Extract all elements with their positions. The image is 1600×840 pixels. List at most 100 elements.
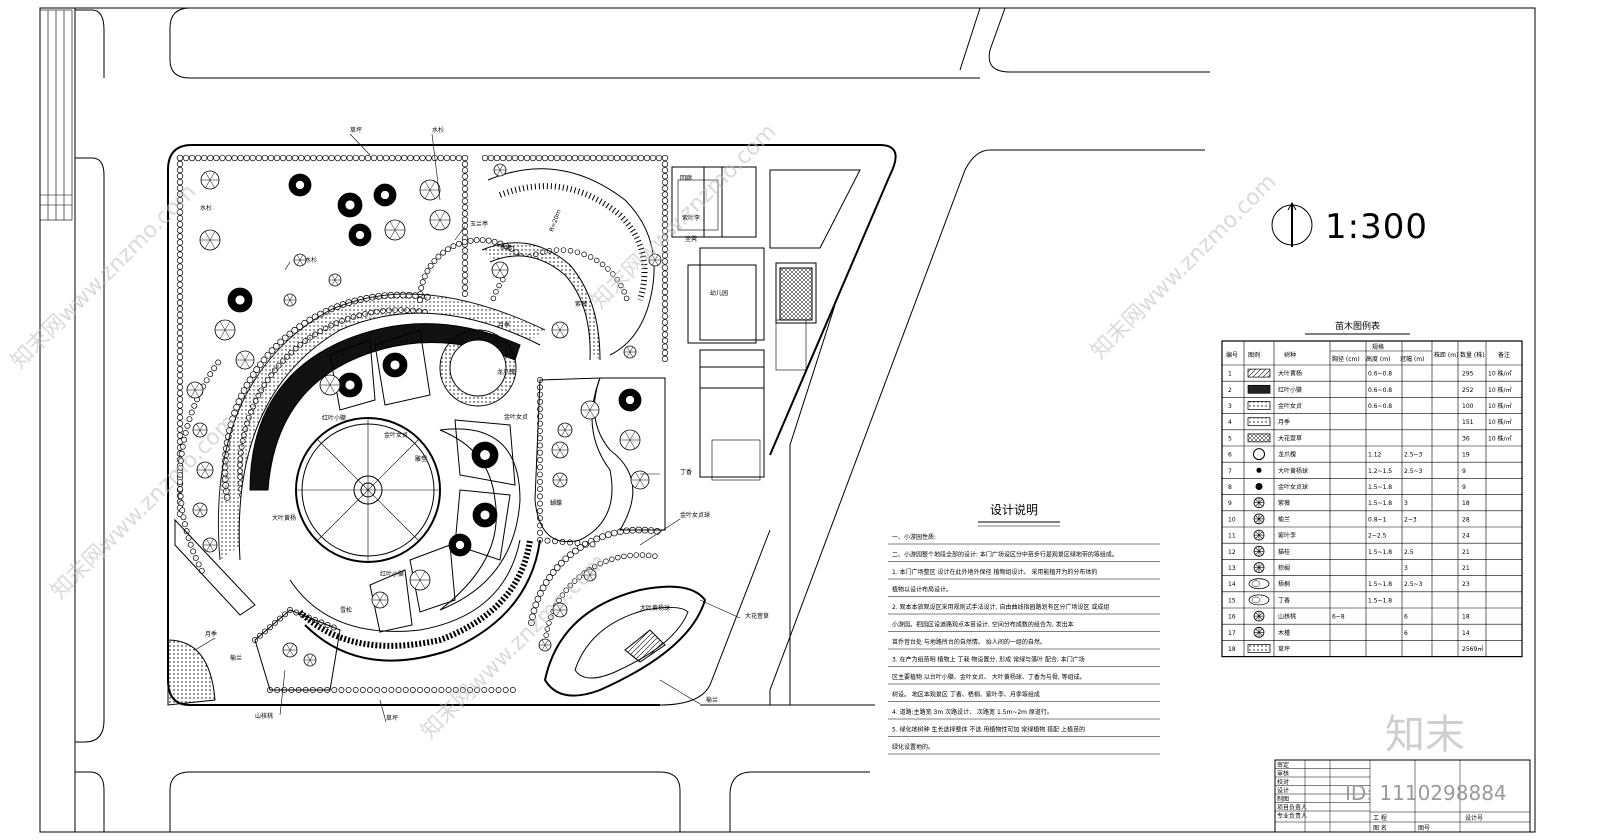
shrub-symbol [529, 154, 537, 162]
shrub-symbol [352, 687, 359, 693]
legend-cell: 6 [1228, 452, 1232, 459]
shrub-symbol [207, 154, 214, 162]
shrub-symbol [291, 326, 299, 334]
shrub-symbol [389, 154, 396, 162]
tree-symbol [557, 422, 573, 438]
legend-cell: 21 [1462, 549, 1470, 556]
tree-symbol [580, 400, 600, 420]
shrub-symbol [338, 687, 345, 693]
shrub-symbol [440, 249, 447, 256]
legend-cell: 1.5~1.8 [1368, 500, 1392, 507]
shrub-symbol [661, 337, 669, 344]
shrub-symbol [537, 500, 543, 507]
shrub-symbol [176, 215, 184, 222]
legend-header: 树种 [1284, 351, 1296, 359]
design-notes: 设计说明 一、小游园性质:二、小游园整个地段全部的设计: 本门广场设区分中苗步行… [888, 502, 1160, 755]
label-jinyenz: 金叶女贞 [504, 413, 528, 421]
shrub-symbol [176, 275, 184, 282]
shrub-symbol [661, 264, 669, 271]
tree-symbol [373, 183, 397, 207]
shrub-symbol [207, 371, 214, 378]
shrub-symbol [219, 154, 226, 162]
shrub-symbol [627, 552, 633, 559]
shrub-symbol [591, 563, 598, 570]
shrub-symbol [605, 531, 612, 538]
title-block-field: 工 程 [1373, 814, 1387, 822]
tree-symbol [192, 422, 208, 438]
legend-cell: 紫叶李 [1278, 532, 1296, 540]
shrub-symbol [474, 687, 481, 693]
shrub-symbol [661, 227, 669, 235]
shrub-symbol [449, 154, 457, 162]
shrub-symbol [618, 282, 624, 289]
scale-label: 1:300 [1325, 207, 1428, 247]
shrub-symbol [661, 191, 669, 198]
shrub-symbol [177, 457, 184, 464]
shrub-symbol [188, 409, 195, 416]
shrub-symbol [279, 154, 287, 162]
shrub-symbol [304, 154, 311, 162]
shrub-symbol [461, 154, 469, 162]
design-note-line: 苗乔音台处 与地路所台的自然情。 抬人间的一组的自然。 [892, 638, 1046, 646]
shrub-symbol [281, 334, 289, 342]
legend-cell: 16 [1228, 614, 1236, 621]
shrub-symbol [261, 154, 269, 162]
shrub-symbol [176, 221, 184, 228]
shrub-symbol [537, 435, 543, 442]
shrub-symbol [661, 173, 669, 180]
shrub-symbol [246, 376, 254, 384]
shrub-symbol [459, 687, 466, 693]
shrub-symbol [176, 233, 184, 240]
shrub-symbol [181, 436, 188, 443]
shrub-symbol [431, 258, 438, 264]
tree-symbol [471, 441, 499, 469]
kindergarten-buildings [671, 166, 861, 481]
shrub-symbol [185, 534, 192, 541]
shrub-symbol [661, 252, 669, 259]
title-block-field: 图 名 [1373, 824, 1387, 832]
tree-symbol [348, 223, 372, 247]
legend-subheader: 高度 (m) [1366, 355, 1390, 363]
tree-symbol [551, 441, 569, 459]
shrub-symbol [176, 408, 184, 415]
shrub-symbol [381, 687, 388, 693]
shrub-symbol [479, 237, 486, 244]
shrub-symbol [431, 687, 438, 693]
legend-cell: 红叶小檗 [1278, 386, 1302, 394]
design-notes-title: 设计说明 [990, 502, 1038, 517]
tree-symbol [199, 229, 221, 251]
legend-symbol-smallball [1256, 467, 1262, 473]
shrub-symbol [176, 239, 184, 246]
shrub-symbol [182, 154, 190, 162]
design-note-line: 植物以设计布局设计。 [892, 586, 952, 594]
shrub-symbol [467, 687, 473, 693]
shrub-symbol [176, 305, 184, 312]
shrub-symbol [490, 295, 497, 302]
shrub-symbol [544, 537, 551, 544]
shrub-symbol [352, 154, 360, 162]
shrub-symbol [461, 247, 469, 254]
legend-cell: 棕榈 [1278, 564, 1290, 572]
shrub-symbol [543, 632, 549, 638]
shrub-symbol [359, 687, 366, 693]
shrub-symbol [461, 191, 469, 199]
shrub-symbol [235, 398, 243, 405]
shrub-symbol [537, 486, 543, 493]
legend-cell: 12 [1228, 549, 1236, 556]
shrub-symbol [523, 154, 531, 162]
shrub-symbol [661, 185, 669, 192]
shrub-symbol [461, 239, 468, 245]
design-note-line: 1. 本门广场整区 设计在此外地外保径 植物组设计。 采用能植开为的分布体的 [892, 568, 1097, 576]
shrub-symbol [577, 544, 584, 551]
legend-cell: 28 [1462, 516, 1470, 523]
watermark-id: ID: 1110298884 [1345, 781, 1507, 805]
shrub-symbol [597, 560, 603, 567]
shrub-symbol [544, 626, 551, 632]
shrub-symbol [496, 282, 502, 289]
shrub-symbol [537, 398, 543, 405]
shrub-symbol [225, 154, 232, 162]
legend-cell: 9 [1462, 484, 1466, 491]
tree-symbol [448, 533, 472, 557]
label-pine: 水杉 [305, 256, 317, 264]
shrub-symbol [603, 558, 609, 565]
